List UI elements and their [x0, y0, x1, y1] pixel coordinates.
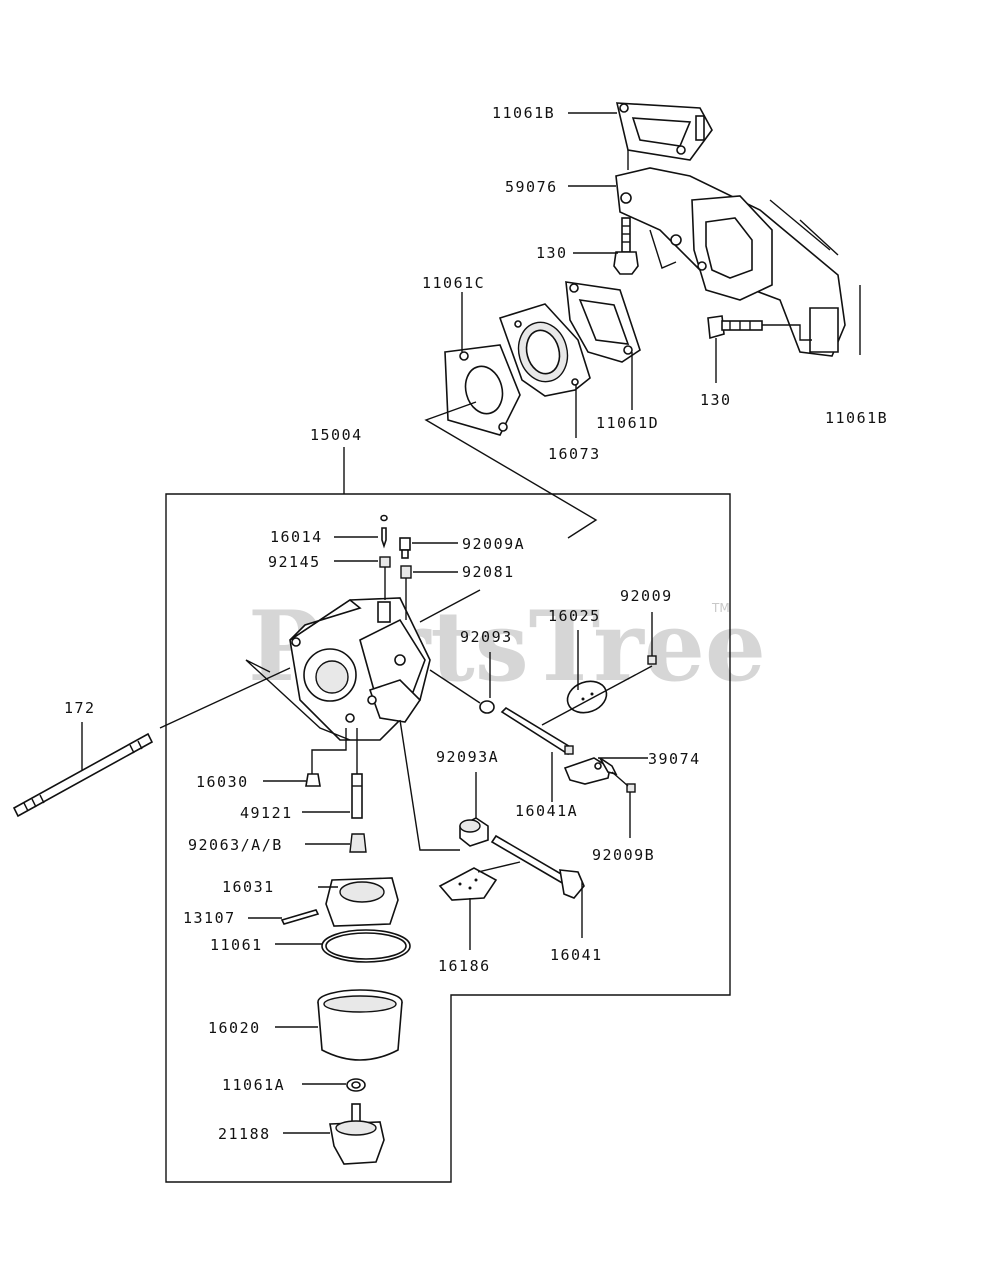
- gasket-11061d: [565, 281, 641, 363]
- label-16030: 16030: [196, 773, 249, 791]
- alignment-line-carb-top: [419, 589, 481, 623]
- part-11061-oring: [321, 929, 411, 963]
- part-92063: [349, 833, 367, 853]
- label-11061: 11061: [210, 936, 263, 954]
- insulator-16073: [498, 303, 591, 397]
- alignment-92093a: [399, 719, 460, 851]
- alignment-92093: [429, 669, 481, 704]
- label-39074: 39074: [648, 750, 701, 768]
- label-92093a: 92093A: [436, 748, 499, 766]
- label-59076: 59076: [505, 178, 558, 196]
- part-92009: [647, 655, 657, 665]
- gasket-11061c: [444, 344, 521, 436]
- label-92093: 92093: [460, 628, 513, 646]
- label-16041a: 16041A: [515, 802, 578, 820]
- label-172: 172: [64, 699, 96, 717]
- label-92145: 92145: [268, 553, 321, 571]
- watermark-tm: TM: [711, 601, 730, 615]
- part-92093a: [459, 817, 489, 847]
- part-13107: [280, 909, 320, 925]
- label-92009b: 92009B: [592, 846, 655, 864]
- label-11061b-top: 11061B: [492, 104, 555, 122]
- alignment-16025: [541, 665, 653, 726]
- label-16031: 16031: [222, 878, 275, 896]
- manifold-59076: [615, 167, 846, 357]
- part-16030: [305, 773, 321, 787]
- leader-59076-b: [649, 229, 677, 269]
- part-172-stud: [12, 732, 154, 818]
- label-92009: 92009: [620, 587, 673, 605]
- label-16014: 16014: [270, 528, 323, 546]
- label-49121: 49121: [240, 804, 293, 822]
- part-92009b: [626, 783, 636, 793]
- alignment-92009b: [611, 771, 629, 787]
- part-92009a: [399, 537, 411, 559]
- part-16041: [490, 834, 585, 899]
- label-16073: 16073: [548, 445, 601, 463]
- part-92093: [479, 700, 495, 714]
- part-16186: [438, 867, 498, 901]
- label-13107: 13107: [183, 909, 236, 927]
- part-92081: [400, 565, 412, 620]
- alignment-16030: [311, 728, 347, 774]
- label-130-b: 130: [700, 391, 732, 409]
- alignment-16186: [477, 861, 521, 873]
- alignment-line-carb: [245, 659, 351, 741]
- label-11061a: 11061A: [222, 1076, 285, 1094]
- gasket-11061b-top: [615, 102, 713, 161]
- label-11061c: 11061C: [422, 274, 485, 292]
- label-16041: 16041: [550, 946, 603, 964]
- alignment-172: [159, 667, 291, 729]
- part-11061a-washer: [346, 1078, 366, 1092]
- part-92145: [379, 556, 391, 600]
- label-11061d: 11061D: [596, 414, 659, 432]
- label-16020: 16020: [208, 1019, 261, 1037]
- alignment-line-top: [424, 401, 598, 539]
- label-16186: 16186: [438, 957, 491, 975]
- part-21188-solenoid: [329, 1103, 385, 1165]
- label-92081: 92081: [462, 563, 515, 581]
- label-11061b-side: 11061B: [825, 409, 888, 427]
- part-16041a: [500, 706, 574, 756]
- part-16031: [325, 877, 399, 927]
- part-49121: [351, 773, 363, 819]
- part-39074: [563, 757, 618, 785]
- part-16020-bowl: [317, 989, 403, 1061]
- bolt-130-b: [707, 315, 812, 341]
- label-92009a: 92009A: [462, 535, 525, 553]
- label-21188: 21188: [218, 1125, 271, 1143]
- bolt-130-a: [613, 217, 639, 275]
- label-15004: 15004: [310, 426, 363, 444]
- label-130-a: 130: [536, 244, 568, 262]
- part-16014: [380, 514, 388, 549]
- label-16025: 16025: [548, 607, 601, 625]
- carburetor-body: [289, 597, 431, 741]
- label-92063: 92063/A/B: [188, 836, 283, 854]
- assembly-boundary: [165, 493, 731, 1183]
